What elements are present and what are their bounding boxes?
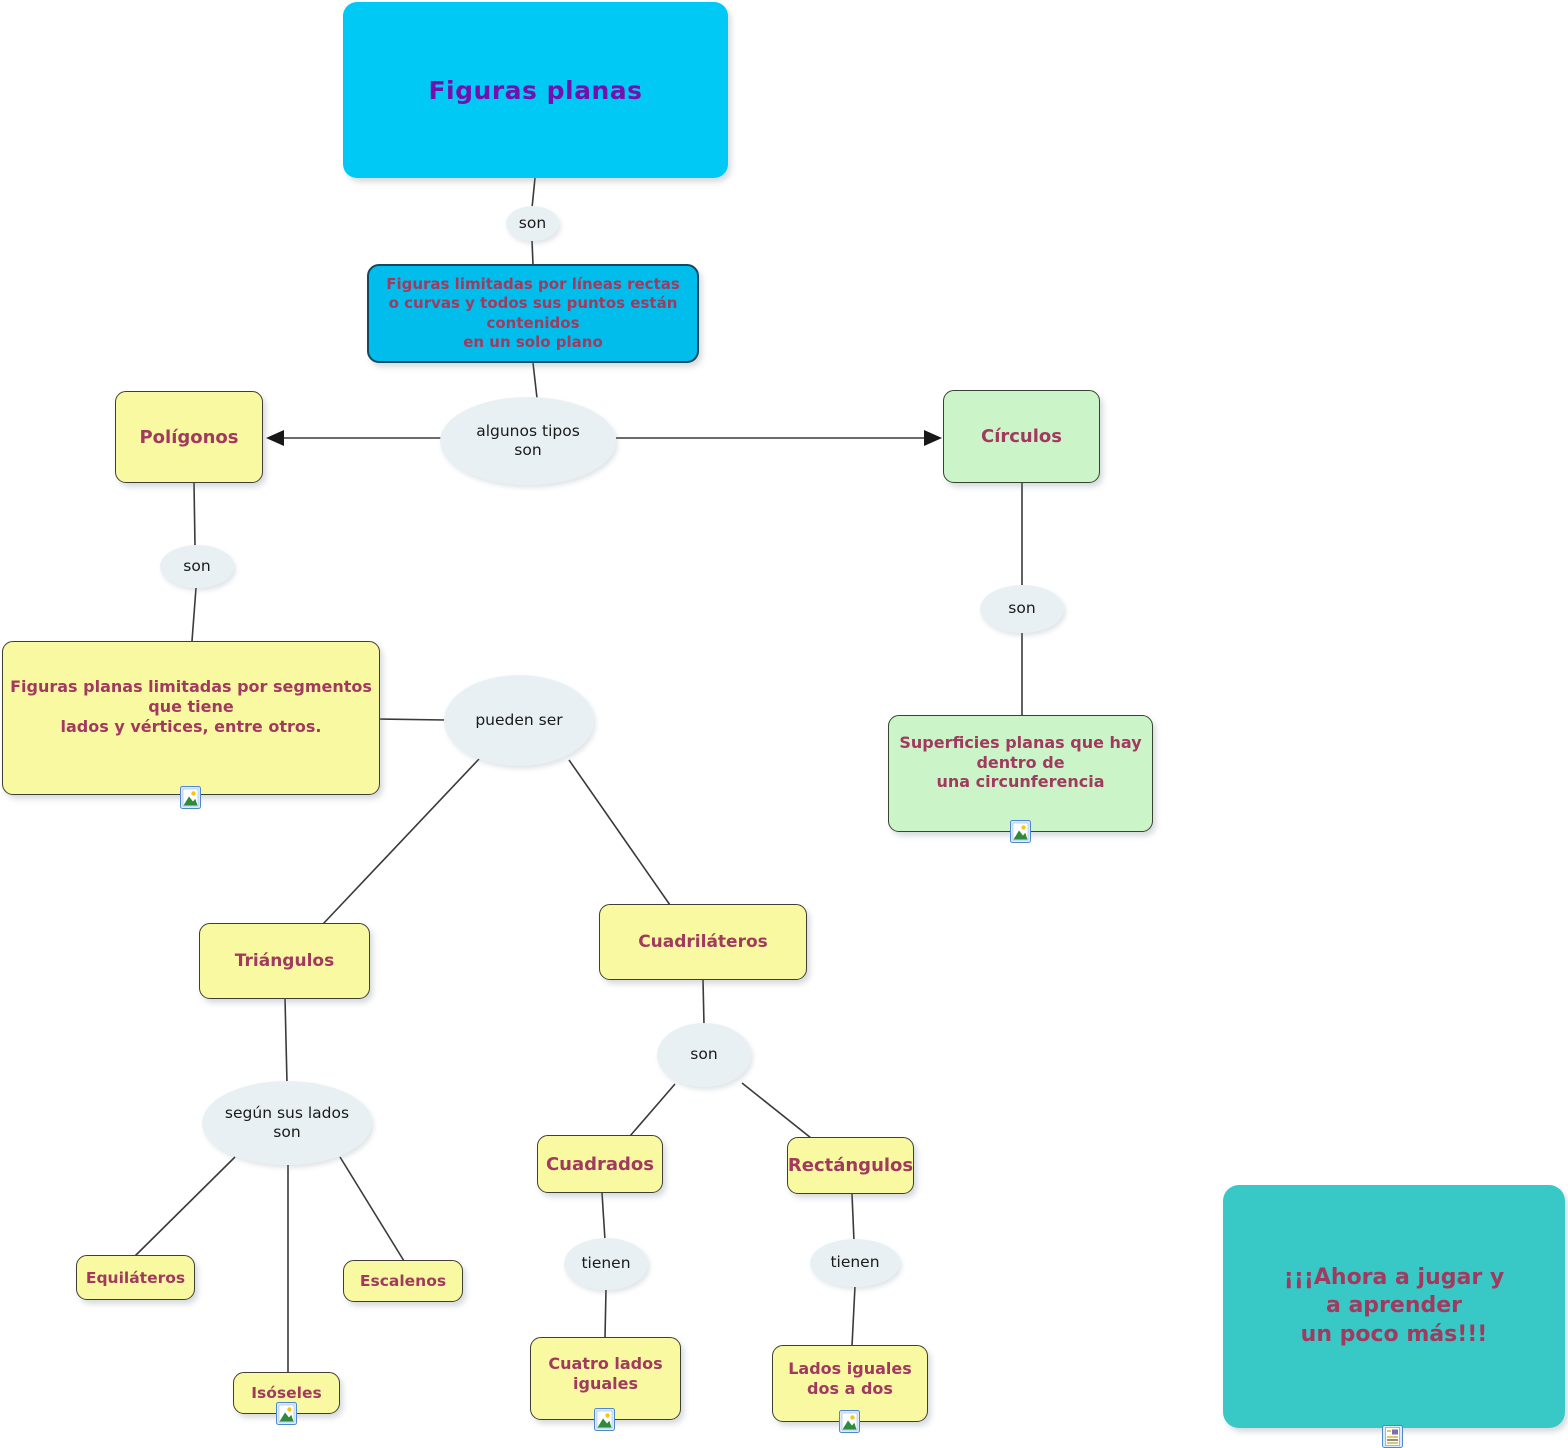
- linking-phrase-label: según sus lados son: [224, 1103, 350, 1141]
- image-attachment-icon[interactable]: [180, 786, 201, 809]
- linking-phrase-tienen-rectangulos[interactable]: tienen: [810, 1239, 900, 1287]
- concept-node-cuadrados[interactable]: Cuadrados: [537, 1135, 663, 1193]
- concept-node-poligonos-definicion[interactable]: Figuras planas limitadas por segmentos q…: [2, 641, 380, 795]
- linking-phrase-algunos-tipos-son[interactable]: algunos tipos son: [440, 397, 616, 485]
- linking-phrase-label: tienen: [581, 1254, 631, 1273]
- concept-label-definicion-figuras: Figuras limitadas por líneas rectas o cu…: [386, 275, 680, 351]
- linking-phrase-son-circulos[interactable]: son: [980, 585, 1064, 633]
- document-attachment-icon[interactable]: [1382, 1425, 1403, 1448]
- concept-node-circulos-definicion[interactable]: Superficies planas que hay dentro de una…: [888, 715, 1153, 832]
- concept-node-figuras-planas[interactable]: Figuras planas: [343, 2, 728, 178]
- image-attachment-icon[interactable]: [276, 1402, 297, 1425]
- arrowhead-left: [266, 430, 284, 446]
- linking-phrase-label: pueden ser: [475, 710, 563, 729]
- linking-phrase-son-root[interactable]: son: [506, 206, 559, 241]
- concept-node-circulos[interactable]: Círculos: [943, 390, 1100, 483]
- concept-label-triangulos: Triángulos: [234, 951, 335, 971]
- concept-label-cuatro-lados-iguales: Cuatro lados iguales: [548, 1353, 663, 1393]
- image-attachment-icon[interactable]: [839, 1410, 860, 1433]
- concept-node-poligonos[interactable]: Polígonos: [115, 391, 263, 483]
- concept-label-figuras-planas: Figuras planas: [428, 75, 643, 105]
- concept-label-poligonos: Polígonos: [139, 426, 239, 448]
- concept-node-triangulos[interactable]: Triángulos: [199, 923, 370, 999]
- concept-label-lados-iguales-dos-a-dos: Lados iguales dos a dos: [788, 1358, 912, 1398]
- image-attachment-icon[interactable]: [1010, 820, 1031, 843]
- arrowhead-right: [924, 430, 942, 446]
- concept-label-rectangulos: Rectángulos: [787, 1155, 914, 1176]
- concept-node-escalenos[interactable]: Escalenos: [343, 1260, 463, 1302]
- concept-node-rectangulos[interactable]: Rectángulos: [787, 1137, 914, 1194]
- linking-phrase-son-cuadrilateros[interactable]: son: [657, 1023, 751, 1087]
- concept-label-escalenos: Escalenos: [359, 1272, 447, 1290]
- concept-label-circulos: Círculos: [981, 426, 1062, 447]
- concept-label-circulos-definicion: Superficies planas que hay dentro de una…: [899, 732, 1142, 792]
- concept-label-poligonos-definicion: Figuras planas limitadas por segmentos q…: [10, 677, 372, 736]
- linking-phrase-pueden-ser[interactable]: pueden ser: [444, 675, 594, 766]
- linking-phrase-label: tienen: [830, 1253, 880, 1272]
- concept-label-isoseles: Isóseles: [251, 1384, 322, 1402]
- concept-node-cuatro-lados-iguales[interactable]: Cuatro lados iguales: [530, 1337, 681, 1420]
- linking-phrase-label: son: [183, 556, 211, 575]
- concept-node-equilateros[interactable]: Equiláteros: [76, 1255, 195, 1300]
- concept-label-equilateros: Equiláteros: [85, 1268, 186, 1287]
- image-attachment-icon[interactable]: [594, 1408, 615, 1431]
- concept-node-lados-iguales-dos-a-dos[interactable]: Lados iguales dos a dos: [772, 1345, 928, 1422]
- linking-phrase-son-poligonos[interactable]: son: [160, 545, 234, 588]
- linking-phrase-label: son: [1008, 599, 1036, 618]
- concept-label-ahora-a-jugar: ¡¡¡Ahora a jugar y a aprender un poco má…: [1283, 1264, 1505, 1347]
- linking-phrase-tienen-cuadrados[interactable]: tienen: [564, 1238, 648, 1290]
- concept-node-cuadrilateros[interactable]: Cuadriláteros: [599, 904, 807, 980]
- linking-phrase-label: algunos tipos son: [476, 421, 580, 459]
- concept-node-definicion-figuras[interactable]: Figuras limitadas por líneas rectas o cu…: [367, 264, 699, 363]
- concept-label-cuadrilateros: Cuadriláteros: [638, 932, 768, 952]
- linking-phrase-label: son: [518, 213, 547, 232]
- linking-phrase-label: son: [690, 1045, 718, 1064]
- concept-node-ahora-a-jugar[interactable]: ¡¡¡Ahora a jugar y a aprender un poco má…: [1223, 1185, 1565, 1428]
- concept-label-cuadrados: Cuadrados: [545, 1153, 655, 1175]
- linking-phrase-segun-sus-lados-son[interactable]: según sus lados son: [202, 1081, 372, 1165]
